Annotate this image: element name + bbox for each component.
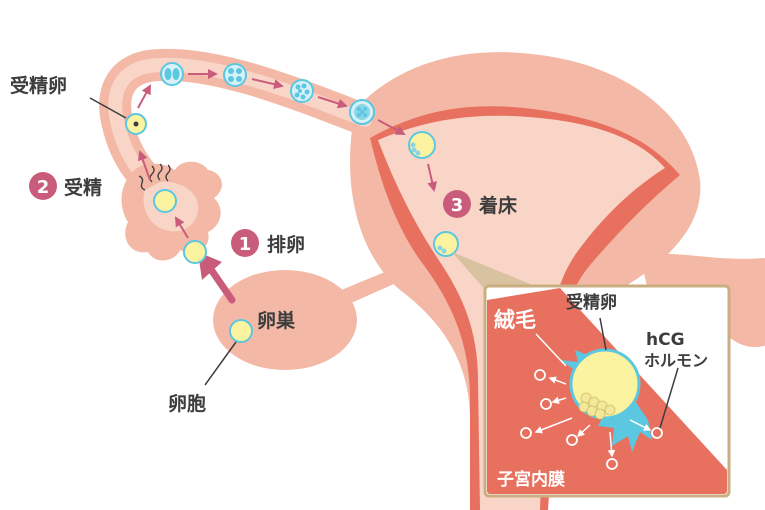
inset-egg-label: 受精卵 bbox=[566, 292, 617, 313]
ovary-label: 卵巣 bbox=[257, 309, 296, 332]
inset-egg-leader bbox=[599, 317, 607, 351]
hcg-leader bbox=[659, 367, 679, 429]
step2-label: 受精 bbox=[64, 176, 102, 199]
follicle-label: 卵胞 bbox=[168, 392, 206, 415]
eight-cell-embryo bbox=[290, 79, 314, 103]
ovulation-arrow bbox=[206, 264, 236, 304]
hcg-arrows bbox=[534, 376, 652, 458]
inset-callout bbox=[452, 252, 540, 292]
path-arrow bbox=[317, 96, 348, 109]
step1-label: 排卵 bbox=[267, 233, 305, 256]
path-arrow bbox=[137, 84, 151, 109]
step2-badge bbox=[29, 172, 57, 200]
step3-number: 3 bbox=[451, 195, 464, 216]
fertilized-egg-label: 受精卵 bbox=[10, 74, 67, 97]
follicle-egg bbox=[229, 319, 253, 343]
two-cell-embryo bbox=[160, 62, 184, 86]
inset-panel: 絨毛 受精卵 hCG ホルモン 子宮内膜 bbox=[483, 284, 731, 498]
villi-label: 絨毛 bbox=[494, 308, 536, 332]
ovary bbox=[213, 270, 357, 370]
zygote-nucleus bbox=[133, 121, 139, 127]
zygote-leader bbox=[89, 97, 127, 119]
villi-leader bbox=[535, 333, 567, 367]
step2-number: 2 bbox=[37, 177, 50, 198]
step3-label: 着床 bbox=[479, 194, 517, 217]
fertilizing-egg bbox=[153, 189, 177, 213]
path-arrow bbox=[174, 216, 189, 239]
path-arrow bbox=[427, 163, 438, 192]
path-arrow bbox=[251, 78, 284, 90]
blastocyst bbox=[408, 131, 436, 159]
inner-cell-mass bbox=[578, 392, 616, 420]
endometrium-label: 子宮内膜 bbox=[497, 469, 565, 490]
follicle-leader bbox=[204, 341, 237, 386]
step3-badge bbox=[443, 190, 471, 218]
released-egg bbox=[183, 240, 207, 264]
hcg-label: hCG bbox=[646, 330, 685, 350]
four-cell-embryo bbox=[223, 63, 247, 87]
step1-number: 1 bbox=[239, 234, 252, 255]
step1-badge bbox=[231, 229, 259, 257]
hcg-molecules bbox=[520, 369, 663, 470]
implanting-blastocyst bbox=[433, 231, 459, 257]
morula bbox=[349, 99, 375, 125]
path-arrow bbox=[377, 119, 406, 135]
path-arrow bbox=[137, 150, 151, 181]
hcg-label-line2: ホルモン bbox=[644, 351, 708, 370]
